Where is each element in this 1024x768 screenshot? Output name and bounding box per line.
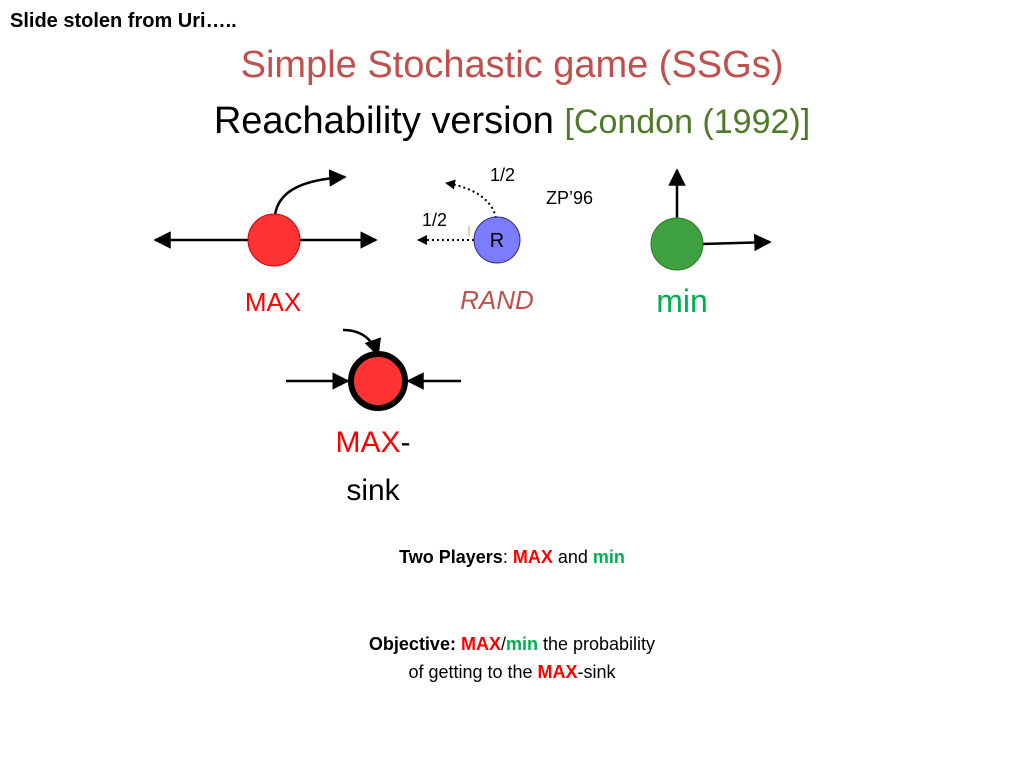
players-and: and [552, 547, 593, 567]
rand-label: RAND [460, 285, 534, 315]
sink-label-line2: sink [346, 474, 400, 507]
min-right-edge [701, 233, 772, 252]
slide-title-text: Simple Stochastic game (SSGs) [240, 44, 784, 86]
min-node-group [650, 168, 772, 271]
objective-line1: Objective: MAX/min the probability [0, 630, 1024, 658]
players-colon: : [502, 547, 513, 567]
objective-text: Objective: MAX/min the probability of ge… [0, 630, 1024, 686]
rand-top-edge [445, 179, 497, 219]
objective-line2-start: of getting to the [408, 662, 538, 682]
objective-line1-rest: the probability [537, 634, 656, 654]
slide-subtitle: Reachability version [Condon (1992)] [0, 100, 1024, 143]
credit-note: Slide stolen from Uri….. [10, 10, 237, 32]
prob-top: 1/2 [490, 165, 515, 185]
objective-prefix: Objective: [368, 634, 461, 654]
max-node-group [153, 169, 378, 267]
max-node [247, 213, 301, 267]
reference-label: ZP’96 [546, 188, 593, 208]
sink-incoming-edge [342, 328, 382, 357]
players-max: MAX [512, 547, 553, 567]
players-min: min [592, 547, 625, 567]
objective-min: min [505, 634, 538, 654]
players-prefix: Two Players [399, 547, 503, 567]
sink-label-dash: - [401, 426, 411, 459]
min-node [650, 217, 704, 271]
min-label: min [656, 283, 708, 319]
objective-max: MAX [460, 634, 501, 654]
rand-node-letter: R [490, 230, 504, 252]
slide-title: Simple Stochastic game (SSGs) [0, 44, 1024, 87]
sink-label-max: MAX [335, 426, 400, 459]
max-up-edge [273, 169, 347, 216]
rand-node-group: R 1/2 1/2 ZP’96 [417, 165, 593, 264]
subtitle-citation: [Condon (1992)] [564, 103, 811, 141]
max-sink-node [348, 351, 408, 411]
sink-label-line1: MAX- [335, 426, 410, 459]
prob-left: 1/2 [422, 210, 447, 230]
objective-line2: of getting to the MAX-sink [0, 658, 1024, 686]
subtitle-main: Reachability version [213, 100, 565, 142]
objective-line2-max: MAX [537, 662, 578, 682]
objective-line2-end: -sink [577, 662, 616, 682]
max-sink-group [286, 328, 461, 411]
max-label: MAX [245, 287, 301, 317]
rand-node [473, 216, 521, 264]
players-line: Two Players: MAX and min [0, 547, 1024, 568]
objective-slash: / [500, 634, 506, 654]
